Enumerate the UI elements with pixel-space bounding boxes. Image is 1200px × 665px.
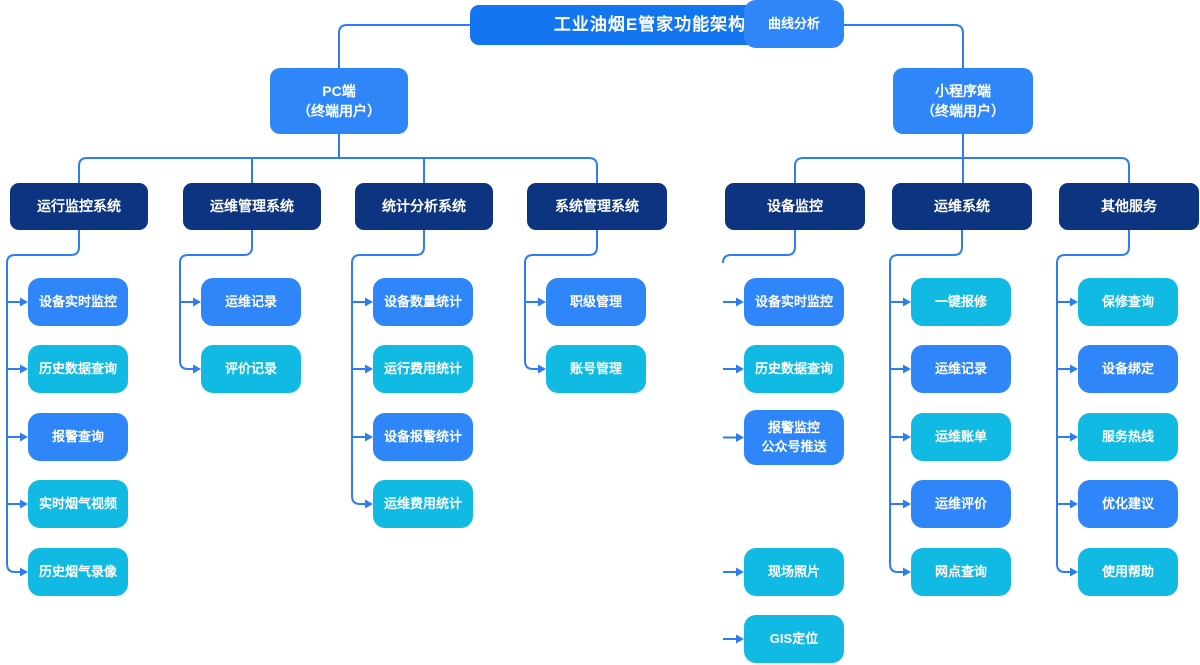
group-header-node: 系统管理系统 bbox=[527, 183, 667, 230]
node-label-line: PC端 bbox=[322, 82, 356, 99]
leaf-node: 网点查询 bbox=[911, 548, 1011, 596]
arrowhead-icon bbox=[903, 567, 911, 577]
arrowhead-icon bbox=[20, 297, 28, 307]
arrowhead-icon bbox=[1070, 432, 1078, 442]
leaf-node: 保修查询 bbox=[1078, 278, 1178, 326]
connector bbox=[338, 24, 470, 68]
connector bbox=[351, 230, 425, 505]
leaf-node: 运维评价 bbox=[911, 480, 1011, 528]
arrowhead-icon bbox=[903, 297, 911, 307]
connector bbox=[794, 157, 1130, 183]
group-header-node: 统计分析系统 bbox=[355, 183, 493, 230]
leaf-node: 报警监控公众号推送 bbox=[744, 410, 844, 465]
arrowhead-icon bbox=[365, 499, 373, 509]
node-label-line: 公众号推送 bbox=[761, 438, 827, 454]
node-label-line: 报警监控 bbox=[767, 419, 820, 435]
connector bbox=[6, 230, 80, 573]
arrowhead-icon bbox=[903, 432, 911, 442]
arrowhead-icon bbox=[538, 297, 546, 307]
leaf-node: 职级管理 bbox=[546, 278, 646, 326]
branch-node-pc: PC端 （终端用户） bbox=[270, 68, 408, 134]
arrowhead-icon bbox=[20, 499, 28, 509]
arrowhead-icon bbox=[736, 364, 744, 374]
branch-node-mini: 小程序端 （终端用户） bbox=[893, 68, 1033, 134]
leaf-node: 实时烟气视频 bbox=[28, 480, 128, 528]
connector bbox=[889, 230, 963, 573]
leaf-node: 设备绑定 bbox=[1078, 345, 1178, 393]
arrowhead-icon bbox=[365, 297, 373, 307]
arrowhead-icon bbox=[193, 297, 201, 307]
group-header-node: 其他服务 bbox=[1059, 183, 1199, 230]
leaf-node: 设备报警统计 bbox=[373, 413, 473, 461]
leaf-node: 现场照片 bbox=[744, 548, 844, 596]
leaf-node: 历史数据查询 bbox=[744, 345, 844, 393]
arrowhead-icon bbox=[20, 364, 28, 374]
leaf-node: 设备实时监控 bbox=[28, 278, 128, 326]
leaf-node: 设备实时监控 bbox=[744, 278, 844, 326]
arrowhead-icon bbox=[903, 364, 911, 374]
connector bbox=[1056, 230, 1130, 573]
arrowhead-icon bbox=[736, 634, 744, 644]
leaf-node: 账号管理 bbox=[546, 345, 646, 393]
arrowhead-icon bbox=[736, 567, 744, 577]
arrowhead-icon bbox=[1070, 567, 1078, 577]
root-node: 工业油烟E管家功能架构 bbox=[470, 5, 830, 45]
arrowhead-icon bbox=[736, 297, 744, 307]
arrowhead-icon bbox=[1070, 297, 1078, 307]
group-header-node: 运行监控系统 bbox=[10, 183, 148, 230]
arrowhead-icon bbox=[538, 364, 546, 374]
leaf-node: 报警查询 bbox=[28, 413, 128, 461]
leaf-node: 优化建议 bbox=[1078, 480, 1178, 528]
group-header-node: 运维管理系统 bbox=[183, 183, 321, 230]
arrowhead-icon bbox=[1070, 499, 1078, 509]
connector bbox=[830, 24, 964, 68]
leaf-node: 曲线分析 bbox=[744, 0, 844, 48]
leaf-node: 历史烟气录像 bbox=[28, 548, 128, 596]
connector bbox=[722, 230, 796, 264]
arrowhead-icon bbox=[20, 567, 28, 577]
arrowhead-icon bbox=[193, 364, 201, 374]
arrowhead-icon bbox=[365, 432, 373, 442]
leaf-node: 运维账单 bbox=[911, 413, 1011, 461]
connector bbox=[78, 157, 598, 183]
node-label-line: （终端用户） bbox=[297, 103, 381, 119]
arrowhead-icon bbox=[365, 364, 373, 374]
leaf-node: 运维记录 bbox=[201, 278, 301, 326]
arrowhead-icon bbox=[736, 433, 744, 442]
leaf-node: 运维记录 bbox=[911, 345, 1011, 393]
connector bbox=[179, 230, 253, 370]
node-label-line: 小程序端 bbox=[935, 82, 991, 99]
leaf-node: 设备数量统计 bbox=[373, 278, 473, 326]
leaf-node: 运维费用统计 bbox=[373, 480, 473, 528]
leaf-node: GIS定位 bbox=[744, 615, 844, 663]
leaf-node: 历史数据查询 bbox=[28, 345, 128, 393]
leaf-node: 一键报修 bbox=[911, 278, 1011, 326]
leaf-node: 服务热线 bbox=[1078, 413, 1178, 461]
group-header-node: 设备监控 bbox=[725, 183, 865, 230]
leaf-node: 使用帮助 bbox=[1078, 548, 1178, 596]
arrowhead-icon bbox=[1070, 364, 1078, 374]
node-label-line: （终端用户） bbox=[921, 103, 1005, 119]
group-header-node: 运维系统 bbox=[892, 183, 1032, 230]
arrowhead-icon bbox=[903, 499, 911, 509]
arrowhead-icon bbox=[20, 432, 28, 442]
connector bbox=[524, 230, 598, 370]
leaf-node: 评价记录 bbox=[201, 345, 301, 393]
leaf-node: 运行费用统计 bbox=[373, 345, 473, 393]
